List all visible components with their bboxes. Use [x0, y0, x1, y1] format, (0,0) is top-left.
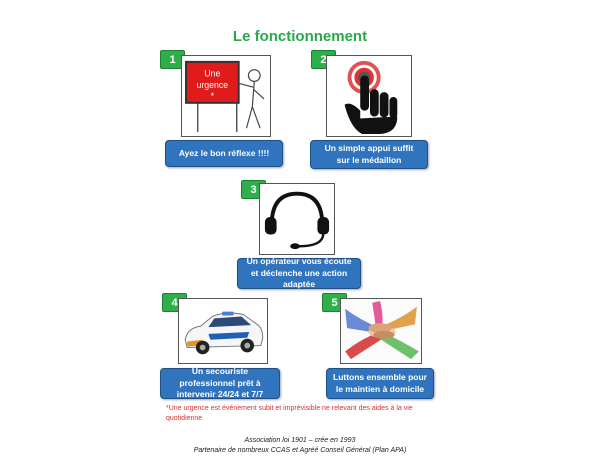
step-1-caption: Ayez le bon réflexe !!!! — [165, 140, 283, 167]
sign-text-line2: urgence — [196, 80, 228, 90]
svg-text:*: * — [211, 91, 215, 101]
emergency-sign-icon: Une urgence * — [181, 55, 271, 137]
stacked-hands-icon — [340, 298, 422, 364]
hand-press-button-icon — [326, 55, 412, 137]
headset-icon — [259, 183, 335, 255]
emergency-footnote: *Une urgence est événement subit et impr… — [166, 405, 413, 422]
footer-partners: Partenaire de nombreux CCAS et Agréé Con… — [193, 447, 407, 454]
step-2-caption: Un simple appui suffit sur le médaillon — [310, 140, 428, 169]
page-title: Le fonctionnement — [232, 28, 368, 45]
sign-text-line1: Une — [204, 68, 220, 78]
footer-association: Association loi 1901 – crée en 1993 — [244, 437, 356, 444]
step-3-caption: Un opérateur vous écoute et déclenche un… — [237, 256, 361, 289]
step-5-caption: Luttons ensemble pour le maintien à domi… — [326, 368, 434, 399]
step-4-caption: Un secouriste professionnel prêt à inter… — [160, 366, 280, 399]
emergency-car-icon — [178, 298, 268, 364]
